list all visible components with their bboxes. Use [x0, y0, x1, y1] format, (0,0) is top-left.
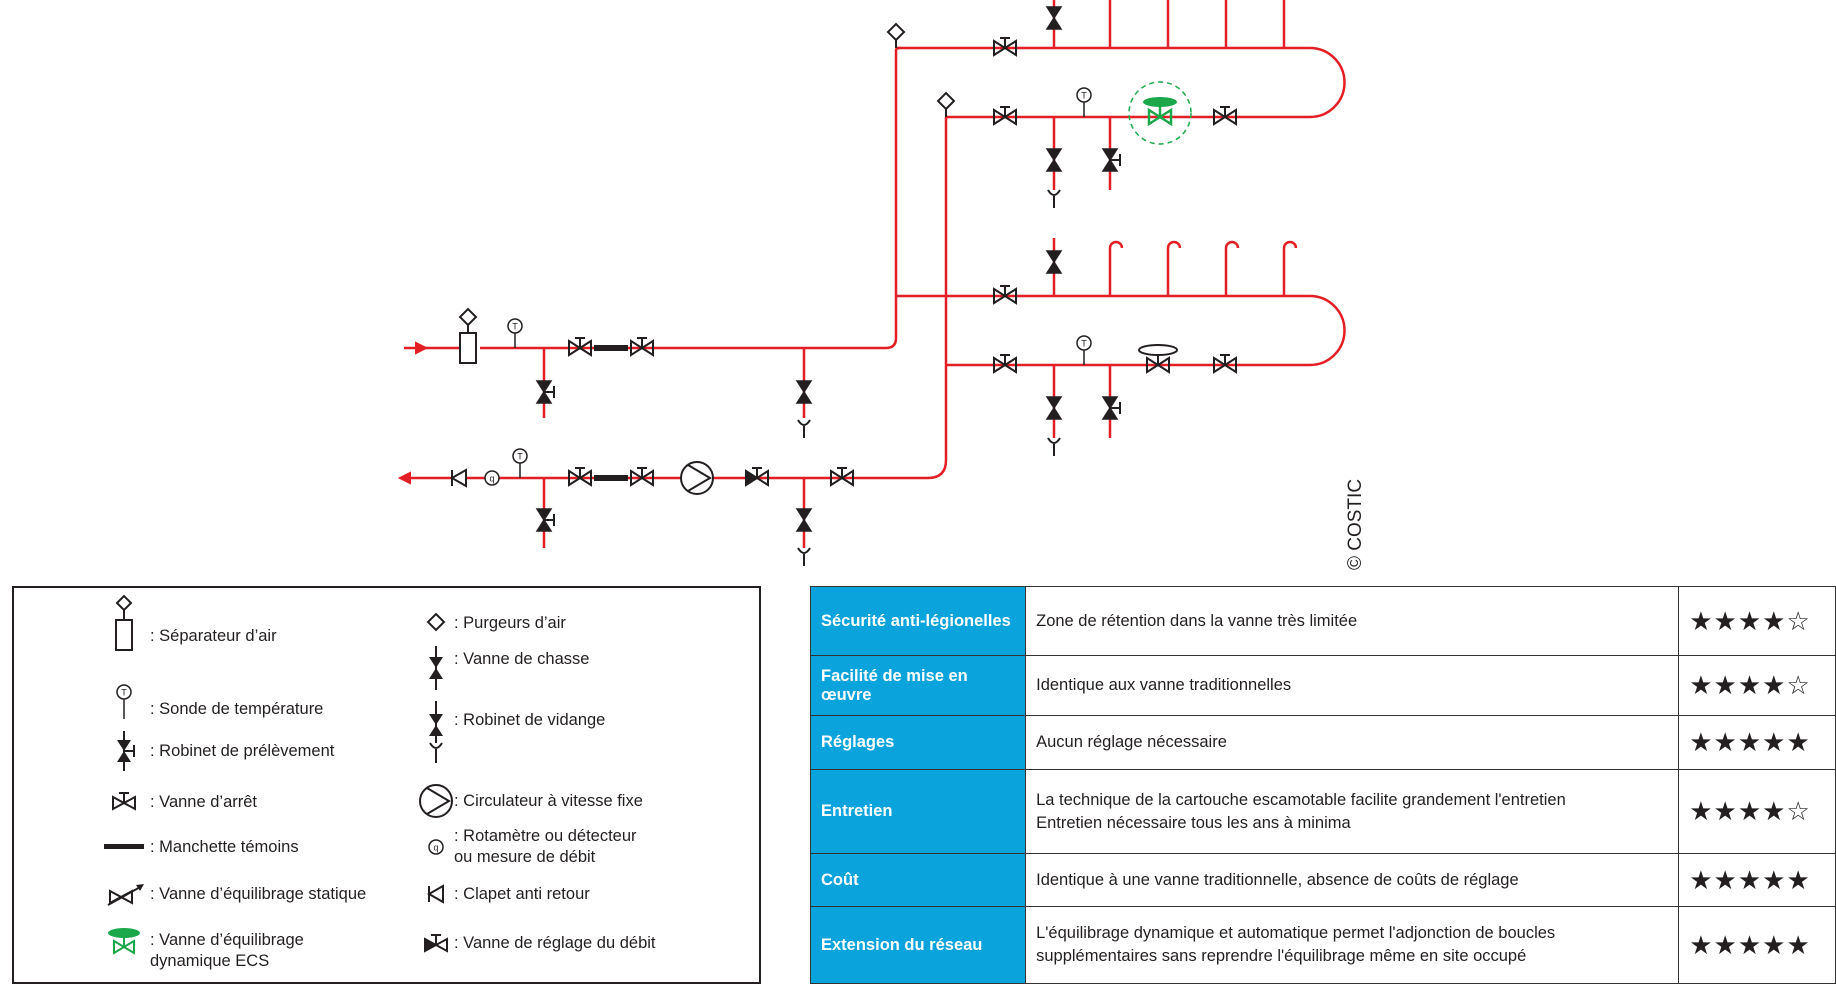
- legend-item-drain-valve: : Robinet de vidange: [418, 698, 605, 768]
- rating-stars: ★★★★☆: [1678, 655, 1836, 716]
- legend-item-static-balancing-valve: : Vanne d’équilibrage statique: [98, 871, 366, 917]
- legend-item-sampling-tap: : Robinet de prélèvement: [98, 728, 334, 774]
- description-cell: L'équilibrage dynamique et automatique p…: [1025, 906, 1680, 984]
- legend-label: : Clapet anti retour: [454, 884, 590, 903]
- witness-sleeve-icon: [98, 824, 150, 870]
- legend-item-flowmeter: q : Rotamètre ou détecteur ou mesure de …: [418, 824, 637, 870]
- legend-label: : Vanne de réglage du débit: [454, 933, 656, 952]
- legend-label: : Robinet de prélèvement: [150, 741, 335, 760]
- rating-stars: ★★★★☆: [1678, 769, 1836, 854]
- description-cell: Aucun réglage nécessaire: [1025, 715, 1680, 770]
- temperature-probe-lower: [1076, 335, 1092, 366]
- legend-label: : Rotamètre ou détecteur ou mesure de dé…: [454, 827, 637, 866]
- copyright-notice: © COSTIC: [1345, 478, 1366, 570]
- description-cell: Identique aux vanne traditionnelles: [1025, 655, 1680, 716]
- legend-label: : Vanne d’arrêt: [150, 792, 258, 811]
- pipe-network: [404, 0, 1346, 548]
- flow-regulating-valve-icon: [418, 920, 454, 966]
- drain-valve-icon: [418, 698, 454, 768]
- criterion-cell: Coût: [809, 853, 1027, 907]
- legend-item-dynamic-balancing-valve: : Vanne d’équilibrage dynamique ECS: [98, 918, 304, 972]
- table-row: Coût Identique à une vanne traditionnell…: [809, 853, 1836, 907]
- check-valve: [449, 468, 467, 488]
- flowmeter-icon: q: [418, 824, 454, 870]
- shutoff-valve-icon: [98, 779, 150, 825]
- rating-stars: ★★★★★: [1678, 906, 1836, 984]
- sampling-tap-icon: [98, 728, 150, 774]
- hydraulic-schematic: T: [397, 0, 1346, 567]
- description-cell: La technique de la cartouche escamotable…: [1025, 769, 1680, 854]
- static-balancing-valve-icon: [98, 871, 150, 917]
- legend-label: : Robinet de vidange: [454, 710, 606, 729]
- svg-text:q: q: [433, 843, 438, 853]
- check-valve-icon: [418, 871, 454, 917]
- legend-item-air-vent: : Purgeurs d’air: [418, 600, 566, 646]
- static-balancing-valve: [1138, 344, 1178, 374]
- air-vent-top: [887, 23, 905, 49]
- temperature-probe-supply: [507, 318, 523, 349]
- legend-label: : Séparateur d’air: [150, 626, 277, 645]
- rating-stars: ★★★★★: [1678, 853, 1836, 907]
- table-row: Réglages Aucun réglage nécessaire ★★★★★: [809, 715, 1836, 770]
- air-vent-upper-return: [937, 92, 955, 118]
- air-separator: [459, 308, 477, 364]
- rating-stars: ★★★★★: [1678, 715, 1836, 770]
- temperature-probe-icon: T: [98, 680, 150, 726]
- dynamic-balancing-valve-icon: [98, 918, 150, 964]
- legend-label: : Sonde de température: [150, 699, 324, 718]
- legend-item-temperature-probe: T : Sonde de température: [98, 680, 323, 726]
- air-vent-icon: [418, 600, 454, 646]
- legend-label: : Circulateur à vitesse fixe: [454, 791, 643, 810]
- table-row: Extension du réseau L'équilibrage dynami…: [809, 906, 1836, 984]
- legend-label: : Vanne d’équilibrage dynamique ECS: [150, 931, 304, 970]
- svg-text:T: T: [121, 688, 127, 698]
- temperature-probe-return: [512, 448, 528, 479]
- dynamic-balancing-valve: [1128, 81, 1192, 145]
- svg-text:q: q: [489, 474, 494, 484]
- legend-item-air-separator: : Séparateur d’air: [98, 594, 277, 651]
- symbol-legend: : Séparateur d’air T : Sonde de températ…: [12, 586, 761, 984]
- flush-valve-icon: [418, 643, 454, 693]
- criterion-cell: Extension du réseau: [809, 906, 1027, 984]
- criterion-cell: Facilité de mise en œuvre: [809, 655, 1027, 716]
- rating-stars: ★★★★☆: [1678, 586, 1836, 656]
- legend-label: : Vanne d’équilibrage statique: [150, 884, 367, 903]
- table-row: Entretien La technique de la cartouche e…: [809, 769, 1836, 854]
- legend-item-flush-valve: : Vanne de chasse: [418, 643, 589, 693]
- evaluation-table: Sécurité anti-légionelles Zone de rétent…: [809, 586, 1836, 984]
- criterion-cell: Réglages: [809, 715, 1027, 770]
- legend-item-witness-sleeve: : Manchette témoins: [98, 824, 299, 870]
- criterion-cell: Sécurité anti-légionelles: [809, 586, 1027, 656]
- description-cell: Identique à une vanne traditionnelle, ab…: [1025, 853, 1680, 907]
- air-separator-icon: [98, 594, 150, 651]
- legend-label: : Manchette témoins: [150, 837, 299, 856]
- legend-item-check-valve: : Clapet anti retour: [418, 871, 590, 917]
- legend-item-flow-regulating-valve: : Vanne de réglage du débit: [418, 920, 656, 966]
- legend-label: : Purgeurs d’air: [454, 613, 566, 632]
- criterion-cell: Entretien: [809, 769, 1027, 854]
- legend-item-shutoff-valve: : Vanne d’arrêt: [98, 779, 257, 825]
- table-row: Facilité de mise en œuvre Identique aux …: [809, 655, 1836, 716]
- legend-item-circulator: : Circulateur à vitesse fixe: [418, 778, 643, 824]
- flowmeter: q: [484, 470, 500, 486]
- circulator-icon: [418, 778, 454, 824]
- table-row: Sécurité anti-légionelles Zone de rétent…: [809, 586, 1836, 656]
- circulator-pump: [680, 461, 714, 495]
- temperature-probe-upper: [1076, 87, 1092, 118]
- description-cell: Zone de rétention dans la vanne très lim…: [1025, 586, 1680, 656]
- legend-label: : Vanne de chasse: [454, 649, 590, 668]
